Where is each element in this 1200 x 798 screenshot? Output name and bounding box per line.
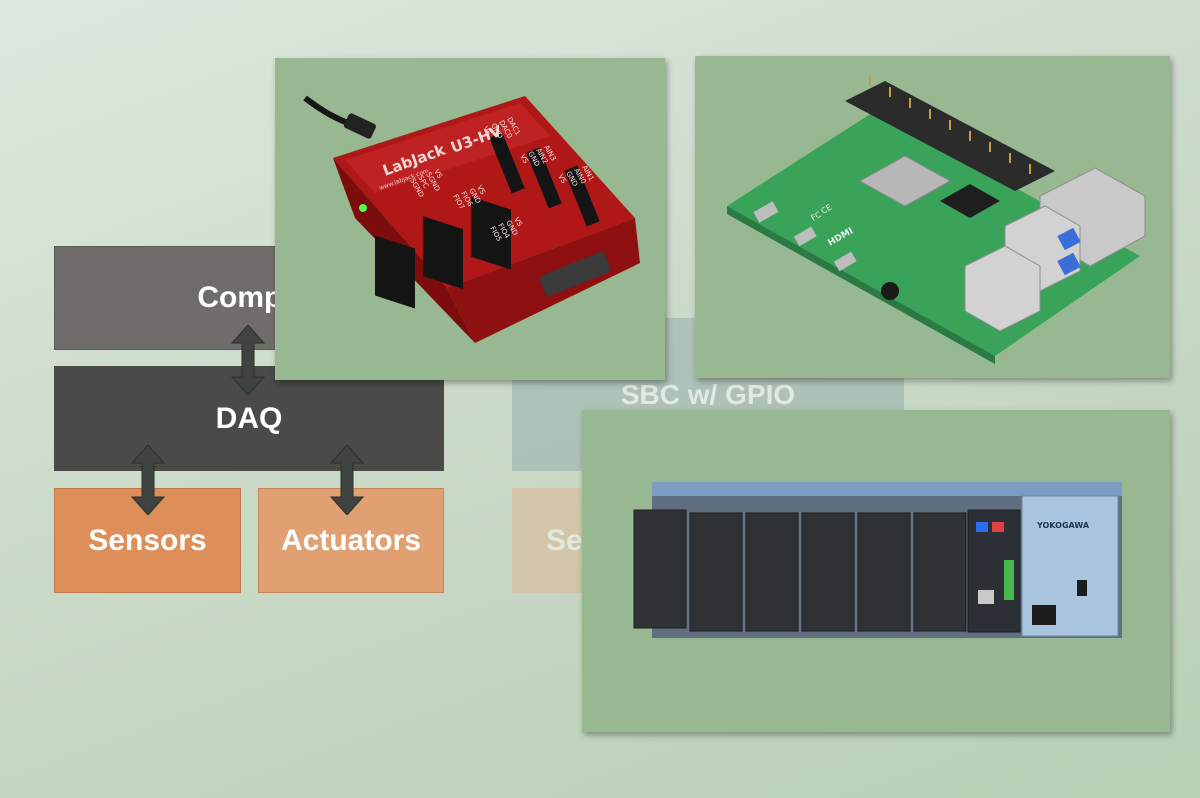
daq-actuators-arrow — [329, 445, 365, 515]
labjack-image: LabJack U3-HV www.labjack.com SGND SPC S… — [303, 95, 640, 343]
yokogawa-brand-text: YOKOGAWA — [1036, 521, 1090, 530]
daq-label: DAQ — [215, 401, 283, 435]
raspberry-pi-image: HDMI FC CE — [727, 76, 1146, 364]
computer-daq-arrow — [230, 325, 266, 395]
yokogawa-photo-card: YOKOGAWA — [582, 410, 1170, 732]
svg-text:VS: VS — [556, 173, 568, 185]
svg-text:VS: VS — [481, 125, 493, 137]
svg-text:VS: VS — [432, 168, 444, 180]
yokogawa-image: YOKOGAWA — [633, 482, 1122, 638]
labjack-photo-card: LabJack U3-HV www.labjack.com SGND SPC S… — [275, 58, 665, 380]
actuators-label: Actuators — [280, 523, 422, 557]
daq-sensors-arrow — [130, 445, 166, 515]
sensors-label: Sensors — [88, 523, 207, 557]
svg-text:VS: VS — [475, 184, 487, 196]
svg-text:VS: VS — [512, 216, 524, 228]
sbc-sensors-label: Se — [546, 523, 583, 557]
svg-text:VS: VS — [518, 153, 530, 165]
raspberry-pi-photo-card: HDMI FC CE — [695, 56, 1170, 378]
sbc-label: SBC w/ GPIO — [620, 379, 796, 410]
